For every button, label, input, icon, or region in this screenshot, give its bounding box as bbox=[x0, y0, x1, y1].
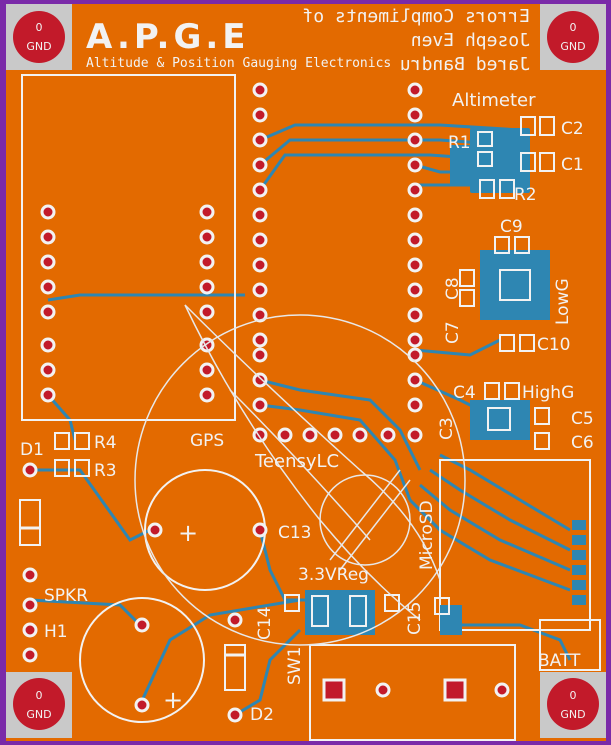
trace-spkr bbox=[29, 598, 142, 627]
label-c10: C10 bbox=[537, 335, 571, 355]
d2-diode bbox=[224, 612, 246, 723]
label-reg: 3.3VReg bbox=[298, 565, 369, 585]
label-r2: R2 bbox=[514, 185, 537, 205]
mirrored-credit: Errors Compliments of Joseph Even Jared … bbox=[302, 6, 530, 75]
label-teensy: TeensyLC bbox=[254, 451, 339, 472]
trace-sd-4 bbox=[408, 498, 571, 592]
trace-teensy-2 bbox=[259, 403, 412, 501]
c13-pad-1 bbox=[147, 522, 163, 538]
teensy-pins-bottom bbox=[252, 427, 423, 443]
trace-sd-3 bbox=[419, 483, 571, 572]
label-c8: C8 bbox=[443, 277, 463, 300]
corner-pad-bl bbox=[6, 672, 72, 738]
board-title: A.P.G.E bbox=[86, 17, 250, 57]
altimeter-pads bbox=[450, 128, 530, 193]
label-c15: C15 bbox=[405, 601, 425, 635]
trace-c13 bbox=[258, 529, 320, 602]
label-c3: C3 bbox=[437, 417, 457, 440]
credit-line-3: Jared Bandru bbox=[400, 54, 530, 75]
trace-gps-1 bbox=[47, 293, 245, 302]
label-spkr: SPKR bbox=[44, 586, 88, 606]
label-c1: C1 bbox=[561, 155, 584, 175]
trace-alt-1 bbox=[259, 123, 521, 142]
altimeter-parts bbox=[477, 116, 555, 199]
trace-sd-1 bbox=[439, 453, 571, 532]
corner-pad-tr-value: 0 bbox=[570, 21, 577, 34]
corner-pad-tr bbox=[540, 4, 606, 70]
r3-r4-parts bbox=[54, 432, 90, 477]
corner-pad-tr-label: GND bbox=[560, 40, 585, 53]
label-h1: H1 bbox=[44, 622, 68, 642]
microsd-connector bbox=[439, 459, 591, 635]
label-sw1: SW1 bbox=[285, 647, 305, 685]
trace-spkr-2 bbox=[138, 598, 301, 706]
label-gps: GPS bbox=[190, 431, 224, 451]
spkr-h1-pads bbox=[22, 597, 38, 663]
label-highg: HighG bbox=[522, 383, 574, 403]
label-r4: R4 bbox=[94, 433, 117, 453]
speaker-outline bbox=[79, 597, 205, 723]
label-d1: D1 bbox=[20, 440, 44, 460]
batt-connector bbox=[539, 619, 601, 671]
label-plus-c13: + bbox=[178, 519, 198, 547]
corner-pad-bl-label: GND bbox=[26, 708, 51, 721]
label-plus-speaker: + bbox=[163, 686, 183, 714]
credit-line-1: Errors Compliments of bbox=[302, 6, 530, 27]
d1-diode bbox=[19, 462, 41, 583]
lowg-block bbox=[459, 236, 550, 352]
corner-pad-tl-value: 0 bbox=[36, 21, 43, 34]
corner-pad-br bbox=[540, 672, 606, 738]
trace-teensy-1 bbox=[259, 378, 422, 471]
label-microsd: MicroSD bbox=[417, 500, 437, 570]
label-c9: C9 bbox=[500, 217, 523, 237]
corner-pad-bl-value: 0 bbox=[36, 689, 43, 702]
label-c6: C6 bbox=[571, 433, 594, 453]
label-d2: D2 bbox=[250, 705, 274, 725]
gps-pins bbox=[40, 204, 215, 403]
gps-module-outline bbox=[21, 74, 236, 421]
speaker-pad-2 bbox=[134, 697, 150, 713]
regulator bbox=[284, 590, 450, 635]
label-c7: C7 bbox=[443, 321, 463, 344]
trace-lowg-1 bbox=[414, 338, 501, 357]
label-lowg: LowG bbox=[553, 278, 573, 325]
label-c2: C2 bbox=[561, 119, 584, 139]
rocket-logo bbox=[134, 304, 466, 646]
label-r1: R1 bbox=[448, 133, 471, 153]
corner-pad-br-label: GND bbox=[560, 708, 585, 721]
corner-pad-tl-label: GND bbox=[26, 40, 51, 53]
label-c14: C14 bbox=[255, 606, 275, 640]
sw1-switch bbox=[309, 644, 516, 741]
corner-pad-br-value: 0 bbox=[570, 689, 577, 702]
highg-block bbox=[470, 382, 550, 450]
teensy-pins-left bbox=[252, 82, 268, 413]
board-subtitle: Altitude & Position Gauging Electronics bbox=[86, 56, 391, 71]
c13-pad-2 bbox=[252, 522, 268, 538]
label-c13: C13 bbox=[278, 523, 312, 543]
teensy-pins-right bbox=[407, 82, 423, 413]
label-batt: BATT bbox=[538, 651, 581, 671]
trace-sd-2 bbox=[429, 468, 571, 552]
label-c4: C4 bbox=[453, 383, 476, 403]
label-r3: R3 bbox=[94, 461, 117, 481]
corner-pad-tl bbox=[6, 4, 72, 70]
credit-line-2: Joseph Even bbox=[411, 30, 530, 51]
label-c5: C5 bbox=[571, 409, 594, 429]
label-altimeter: Altimeter bbox=[452, 90, 536, 111]
speaker-pad-1 bbox=[134, 617, 150, 633]
